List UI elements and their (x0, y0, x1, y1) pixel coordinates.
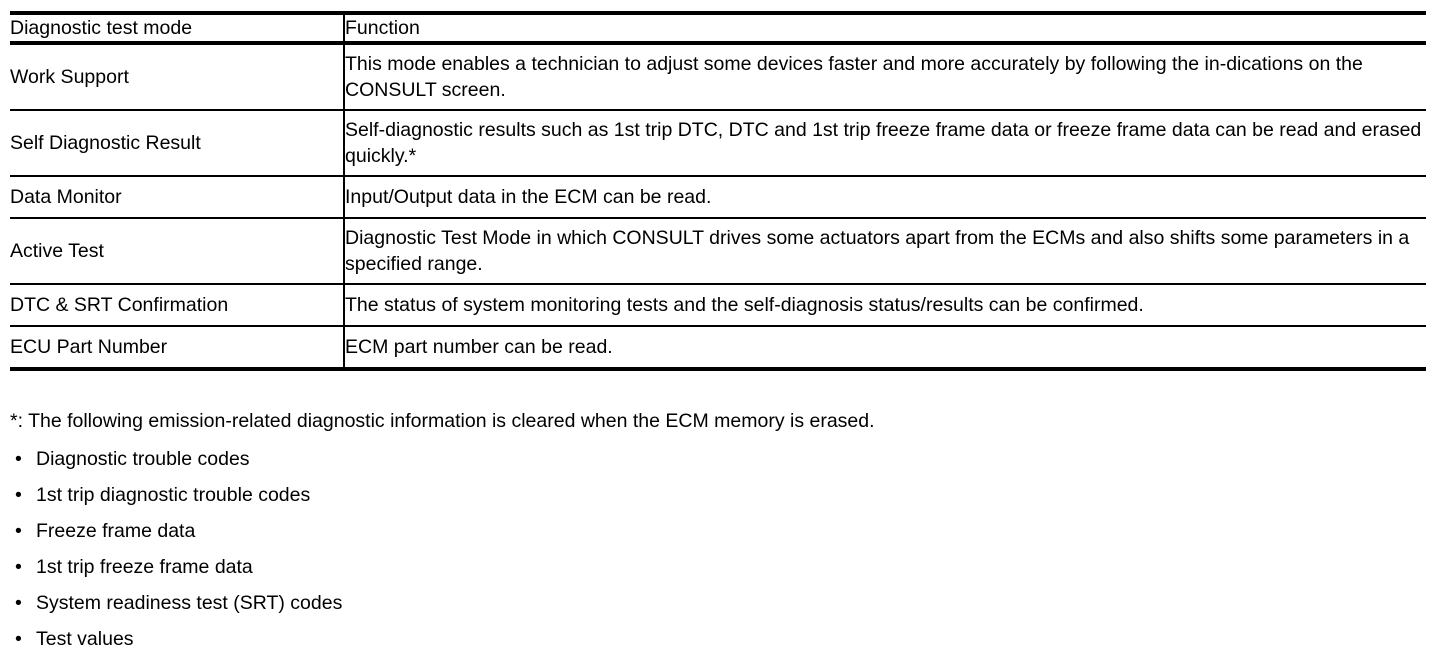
table-body: Work Support This mode enables a technic… (10, 43, 1426, 369)
list-item-label: 1st trip diagnostic trouble codes (36, 484, 311, 506)
cell-test-mode: Active Test (10, 218, 345, 284)
table-row: DTC & SRT Confirmation The status of sys… (10, 284, 1426, 326)
list-item-label: Test values (36, 628, 134, 650)
list-item-label: 1st trip freeze frame data (36, 556, 253, 578)
table-row: Work Support This mode enables a technic… (10, 43, 1426, 110)
list-item: • Freeze frame data (10, 518, 1430, 544)
list-item-label: Diagnostic trouble codes (36, 448, 250, 470)
cell-test-mode: DTC & SRT Confirmation (10, 284, 345, 326)
list-item-label: System readiness test (SRT) codes (36, 592, 343, 614)
cell-function: The status of system monitoring tests an… (345, 294, 1144, 316)
bullet-icon: • (15, 520, 22, 542)
cell-test-mode: Data Monitor (10, 176, 345, 218)
footnote-lead-text: *: The following emission-related diagno… (10, 410, 875, 432)
cell-function: Self-diagnostic results such as 1st trip… (345, 119, 1422, 167)
list-item: • Diagnostic trouble codes (10, 446, 1430, 472)
table-row: Data Monitor Input/Output data in the EC… (10, 176, 1426, 218)
cell-test-mode: Work Support (10, 43, 345, 110)
table-header-row: Diagnostic test mode Function (10, 13, 1426, 43)
footnote-bullet-list: • Diagnostic trouble codes • 1st trip di… (10, 446, 1430, 652)
list-item: • 1st trip diagnostic trouble codes (10, 482, 1430, 508)
table-row: Active Test Diagnostic Test Mode in whic… (10, 218, 1426, 284)
cell-function: Diagnostic Test Mode in which CONSULT dr… (345, 227, 1410, 275)
bullet-icon: • (15, 628, 22, 650)
table-header: Diagnostic test mode Function (10, 13, 1426, 43)
table-row: ECU Part Number ECM part number can be r… (10, 326, 1426, 369)
list-item: • Test values (10, 626, 1430, 652)
cell-function: Input/Output data in the ECM can be read… (345, 186, 712, 208)
list-item-label: Freeze frame data (36, 520, 196, 542)
cell-test-mode: ECU Part Number (10, 326, 345, 369)
diagnostic-test-mode-table: Diagnostic test mode Function Work Suppo… (10, 11, 1426, 371)
footnote-section: *: The following emission-related diagno… (10, 408, 1430, 662)
column-header-function: Function (345, 17, 420, 39)
bullet-icon: • (15, 556, 22, 578)
list-item: • System readiness test (SRT) codes (10, 590, 1430, 616)
list-item: • 1st trip freeze frame data (10, 554, 1430, 580)
table-row: Self Diagnostic Result Self-diagnostic r… (10, 110, 1426, 176)
bullet-icon: • (15, 484, 22, 506)
column-header-diagnostic-test-mode: Diagnostic test mode (10, 13, 345, 43)
cell-function: This mode enables a technician to adjust… (345, 53, 1363, 101)
bullet-icon: • (15, 448, 22, 470)
bullet-icon: • (15, 592, 22, 614)
cell-function: ECM part number can be read. (345, 336, 613, 358)
cell-test-mode: Self Diagnostic Result (10, 110, 345, 176)
